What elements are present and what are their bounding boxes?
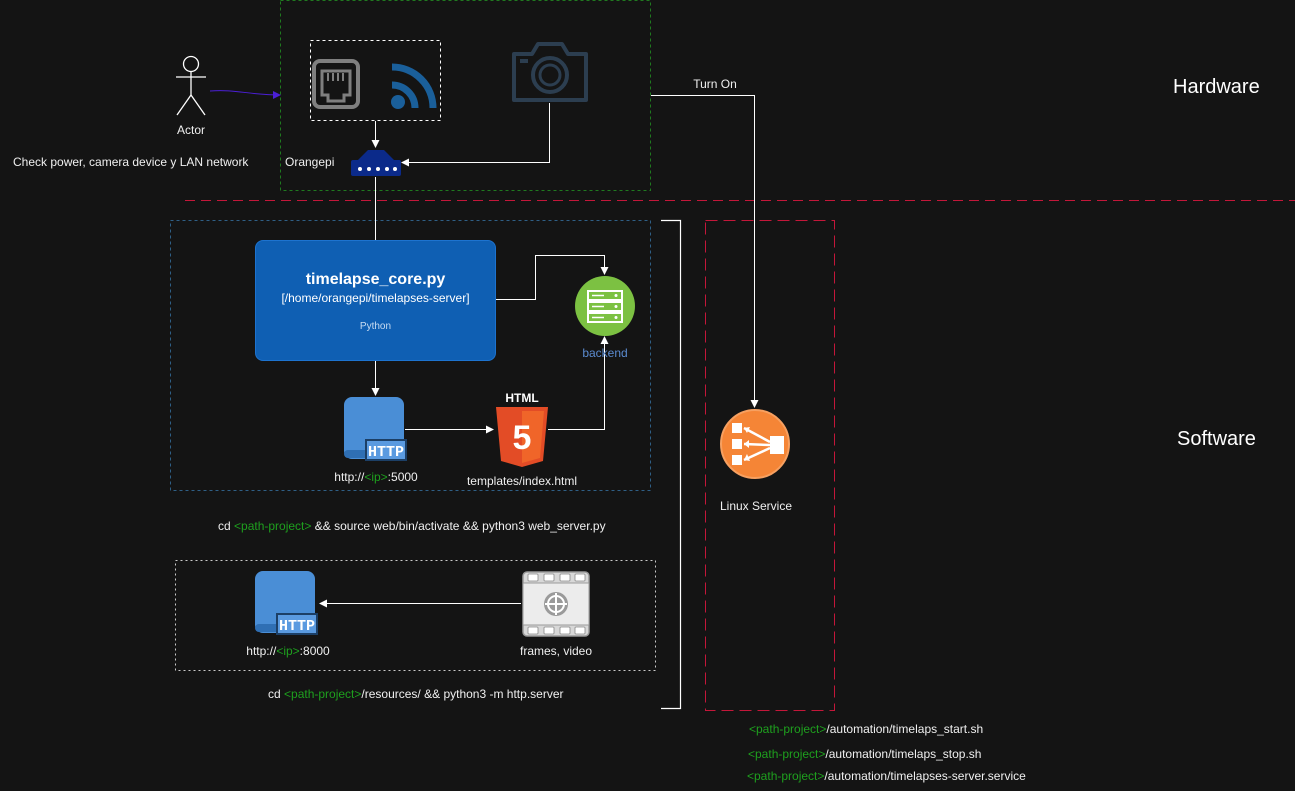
html-label: templates/index.html <box>466 474 578 488</box>
http-5000-label: http://<ip>:5000 <box>334 470 418 484</box>
automation-file-service: <path-project>/automation/timelapses-ser… <box>747 769 1026 783</box>
http-icon: HTTP <box>344 397 407 461</box>
hardware-section-title: Hardware <box>1173 76 1260 98</box>
html5-icon: HTML 5 <box>496 391 548 467</box>
video-frame-icon <box>522 571 590 637</box>
load-balancer-icon <box>720 409 790 479</box>
server-icon <box>575 276 635 336</box>
automation-file-stop: <path-project>/automation/timelaps_stop.… <box>748 747 982 761</box>
actor-label: Actor <box>176 123 206 137</box>
actor-note: Check power, camera device y LAN network <box>13 155 249 169</box>
core-language: Python <box>359 321 392 332</box>
http-server-command: cd <path-project>/resources/ && python3 … <box>268 687 564 701</box>
orangepi-label: Orangepi <box>285 155 335 169</box>
software-section-title: Software <box>1177 428 1256 450</box>
http-icon: HTTP <box>255 571 318 635</box>
camera-icon <box>512 42 588 102</box>
web-server-command: cd <path-project> && source web/bin/acti… <box>218 519 606 533</box>
http-badge-text: HTTP <box>279 618 315 635</box>
html-badge-text: HTML <box>505 391 538 405</box>
html-glyph: 5 <box>513 419 532 457</box>
linux-service-label: Linux Service <box>719 499 793 513</box>
backend-label: backend <box>582 346 628 360</box>
wireless-signal-icon <box>391 63 437 109</box>
router-icon <box>351 150 401 176</box>
timelapse-core-block: timelapse_core.py [/home/orangepi/timela… <box>255 240 496 361</box>
http-8000-label: http://<ip>:8000 <box>246 644 330 658</box>
core-path: [/home/orangepi/timelapses-server] <box>281 291 470 305</box>
software-bracket <box>661 219 682 710</box>
ethernet-port-icon <box>312 59 360 109</box>
http-badge-text: HTTP <box>368 444 404 461</box>
automation-file-start: <path-project>/automation/timelaps_start… <box>749 722 984 736</box>
turn-on-label: Turn On <box>693 77 737 91</box>
person-icon <box>176 55 206 116</box>
core-title: timelapse_core.py <box>305 271 446 288</box>
frames-label: frames, video <box>519 644 593 658</box>
